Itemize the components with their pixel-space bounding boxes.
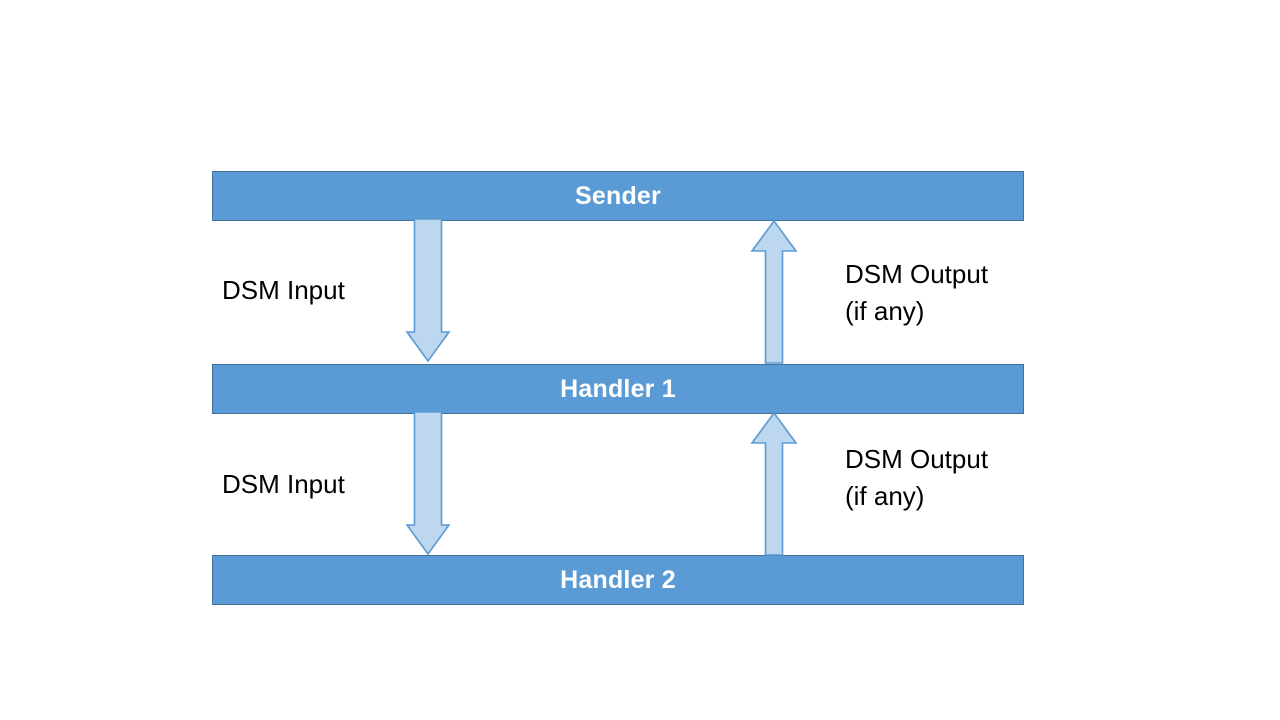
arrow-down-handler-1-to-handler-2 [405, 411, 451, 556]
arrow-down-sender-to-handler-1 [405, 218, 451, 363]
arrow-up-handler-2-to-handler-1 [750, 411, 798, 556]
annotation-dsm-output-2: DSM Output (if any) [845, 444, 989, 511]
node-sender[interactable]: Sender [212, 171, 1024, 221]
node-handler-1-label: Handler 1 [560, 374, 676, 403]
annotation-dsm-output-1: DSM Output (if any) [845, 259, 989, 326]
arrow-up-shape [750, 411, 798, 556]
node-handler-2[interactable]: Handler 2 [212, 555, 1024, 605]
node-handler-1[interactable]: Handler 1 [212, 364, 1024, 414]
node-handler-2-label: Handler 2 [560, 565, 676, 594]
arrow-down-shape [405, 411, 451, 556]
arrow-down-shape [405, 218, 451, 363]
arrow-up-handler-1-to-sender [750, 219, 798, 364]
annotation-dsm-input-2: DSM Input [222, 469, 345, 499]
node-sender-label: Sender [575, 181, 661, 210]
arrow-up-shape [750, 219, 798, 364]
annotation-dsm-input-1: DSM Input [222, 275, 345, 305]
